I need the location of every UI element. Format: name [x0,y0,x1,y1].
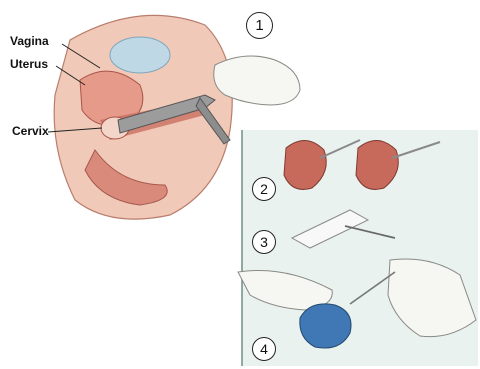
bladder-shape [110,37,170,73]
step-number-1: 1 [246,12,273,39]
specimen-container [300,304,351,348]
label-cervix: Cervix [12,124,49,138]
label-vagina: Vagina [10,34,49,48]
step-number-4: 4 [252,337,276,361]
step-number-3: 3 [252,230,276,254]
label-uterus: Uterus [10,57,48,71]
step-number-2: 2 [252,177,276,201]
